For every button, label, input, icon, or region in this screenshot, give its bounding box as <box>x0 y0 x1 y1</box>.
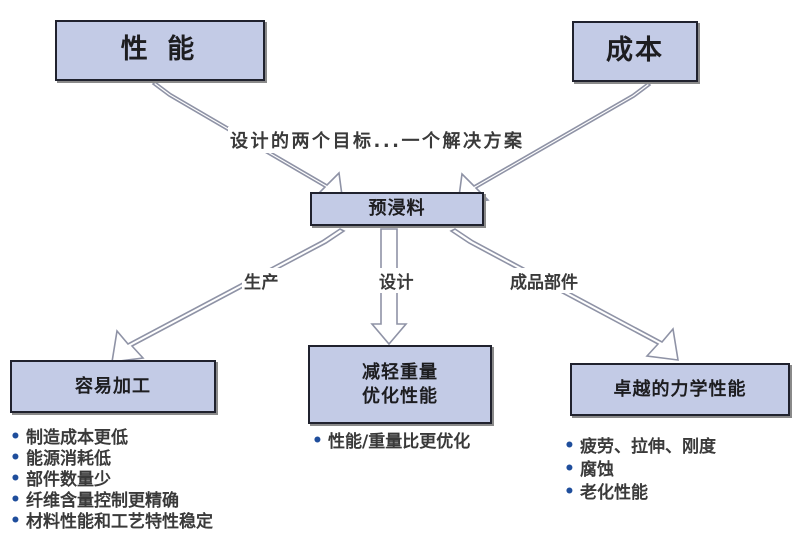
node-mechanical[interactable]: 卓越的力学性能 <box>570 363 790 416</box>
node-weight-reduction-line1: 减轻重量 <box>362 362 438 384</box>
edge-label-produce: 生产 <box>242 268 281 293</box>
list-item: 能源消耗低 <box>8 448 213 470</box>
list-item: 疲劳、拉伸、刚度 <box>562 435 716 459</box>
node-easy-processing[interactable]: 容易加工 <box>10 360 216 413</box>
list-item: 老化性能 <box>562 481 716 505</box>
edge-label-design: 设计 <box>377 268 416 293</box>
list-item: 制造成本更低 <box>8 427 213 449</box>
arrow-prepreg-to-mechanical <box>449 228 679 361</box>
node-mechanical-label: 卓越的力学性能 <box>613 378 747 400</box>
node-cost-label: 成本 <box>606 35 664 67</box>
node-performance-label: 性 能 <box>120 34 200 66</box>
arrow-prepreg-to-easy <box>111 228 346 363</box>
list-item: 腐蚀 <box>562 458 716 482</box>
bullet-list-mechanical: 疲劳、拉伸、刚度腐蚀老化性能 <box>562 435 716 505</box>
node-weight-reduction[interactable]: 减轻重量 优化性能 <box>308 345 492 424</box>
node-prepreg[interactable]: 预浸料 <box>310 192 484 226</box>
node-easy-processing-label: 容易加工 <box>75 375 151 397</box>
list-item: 部件数量少 <box>8 469 213 491</box>
list-item: 材料性能和工艺特性稳定 <box>8 511 213 533</box>
node-performance[interactable]: 性 能 <box>55 20 265 81</box>
list-item: 性能/重量比更优化 <box>310 431 470 453</box>
list-item: 纤维含量控制更精确 <box>8 490 213 512</box>
bullet-list-weight-reduction: 性能/重量比更优化 <box>310 431 470 453</box>
bullet-list-easy-processing: 制造成本更低能源消耗低部件数量少纤维含量控制更精确材料性能和工艺特性稳定 <box>8 427 213 533</box>
edge-label-finished-part: 成品部件 <box>508 268 580 293</box>
node-prepreg-label: 预浸料 <box>368 198 426 220</box>
node-cost[interactable]: 成本 <box>572 21 698 82</box>
edge-label-goals: 设计的两个目标...一个解决方案 <box>228 127 527 153</box>
node-weight-reduction-line2: 优化性能 <box>362 385 438 407</box>
